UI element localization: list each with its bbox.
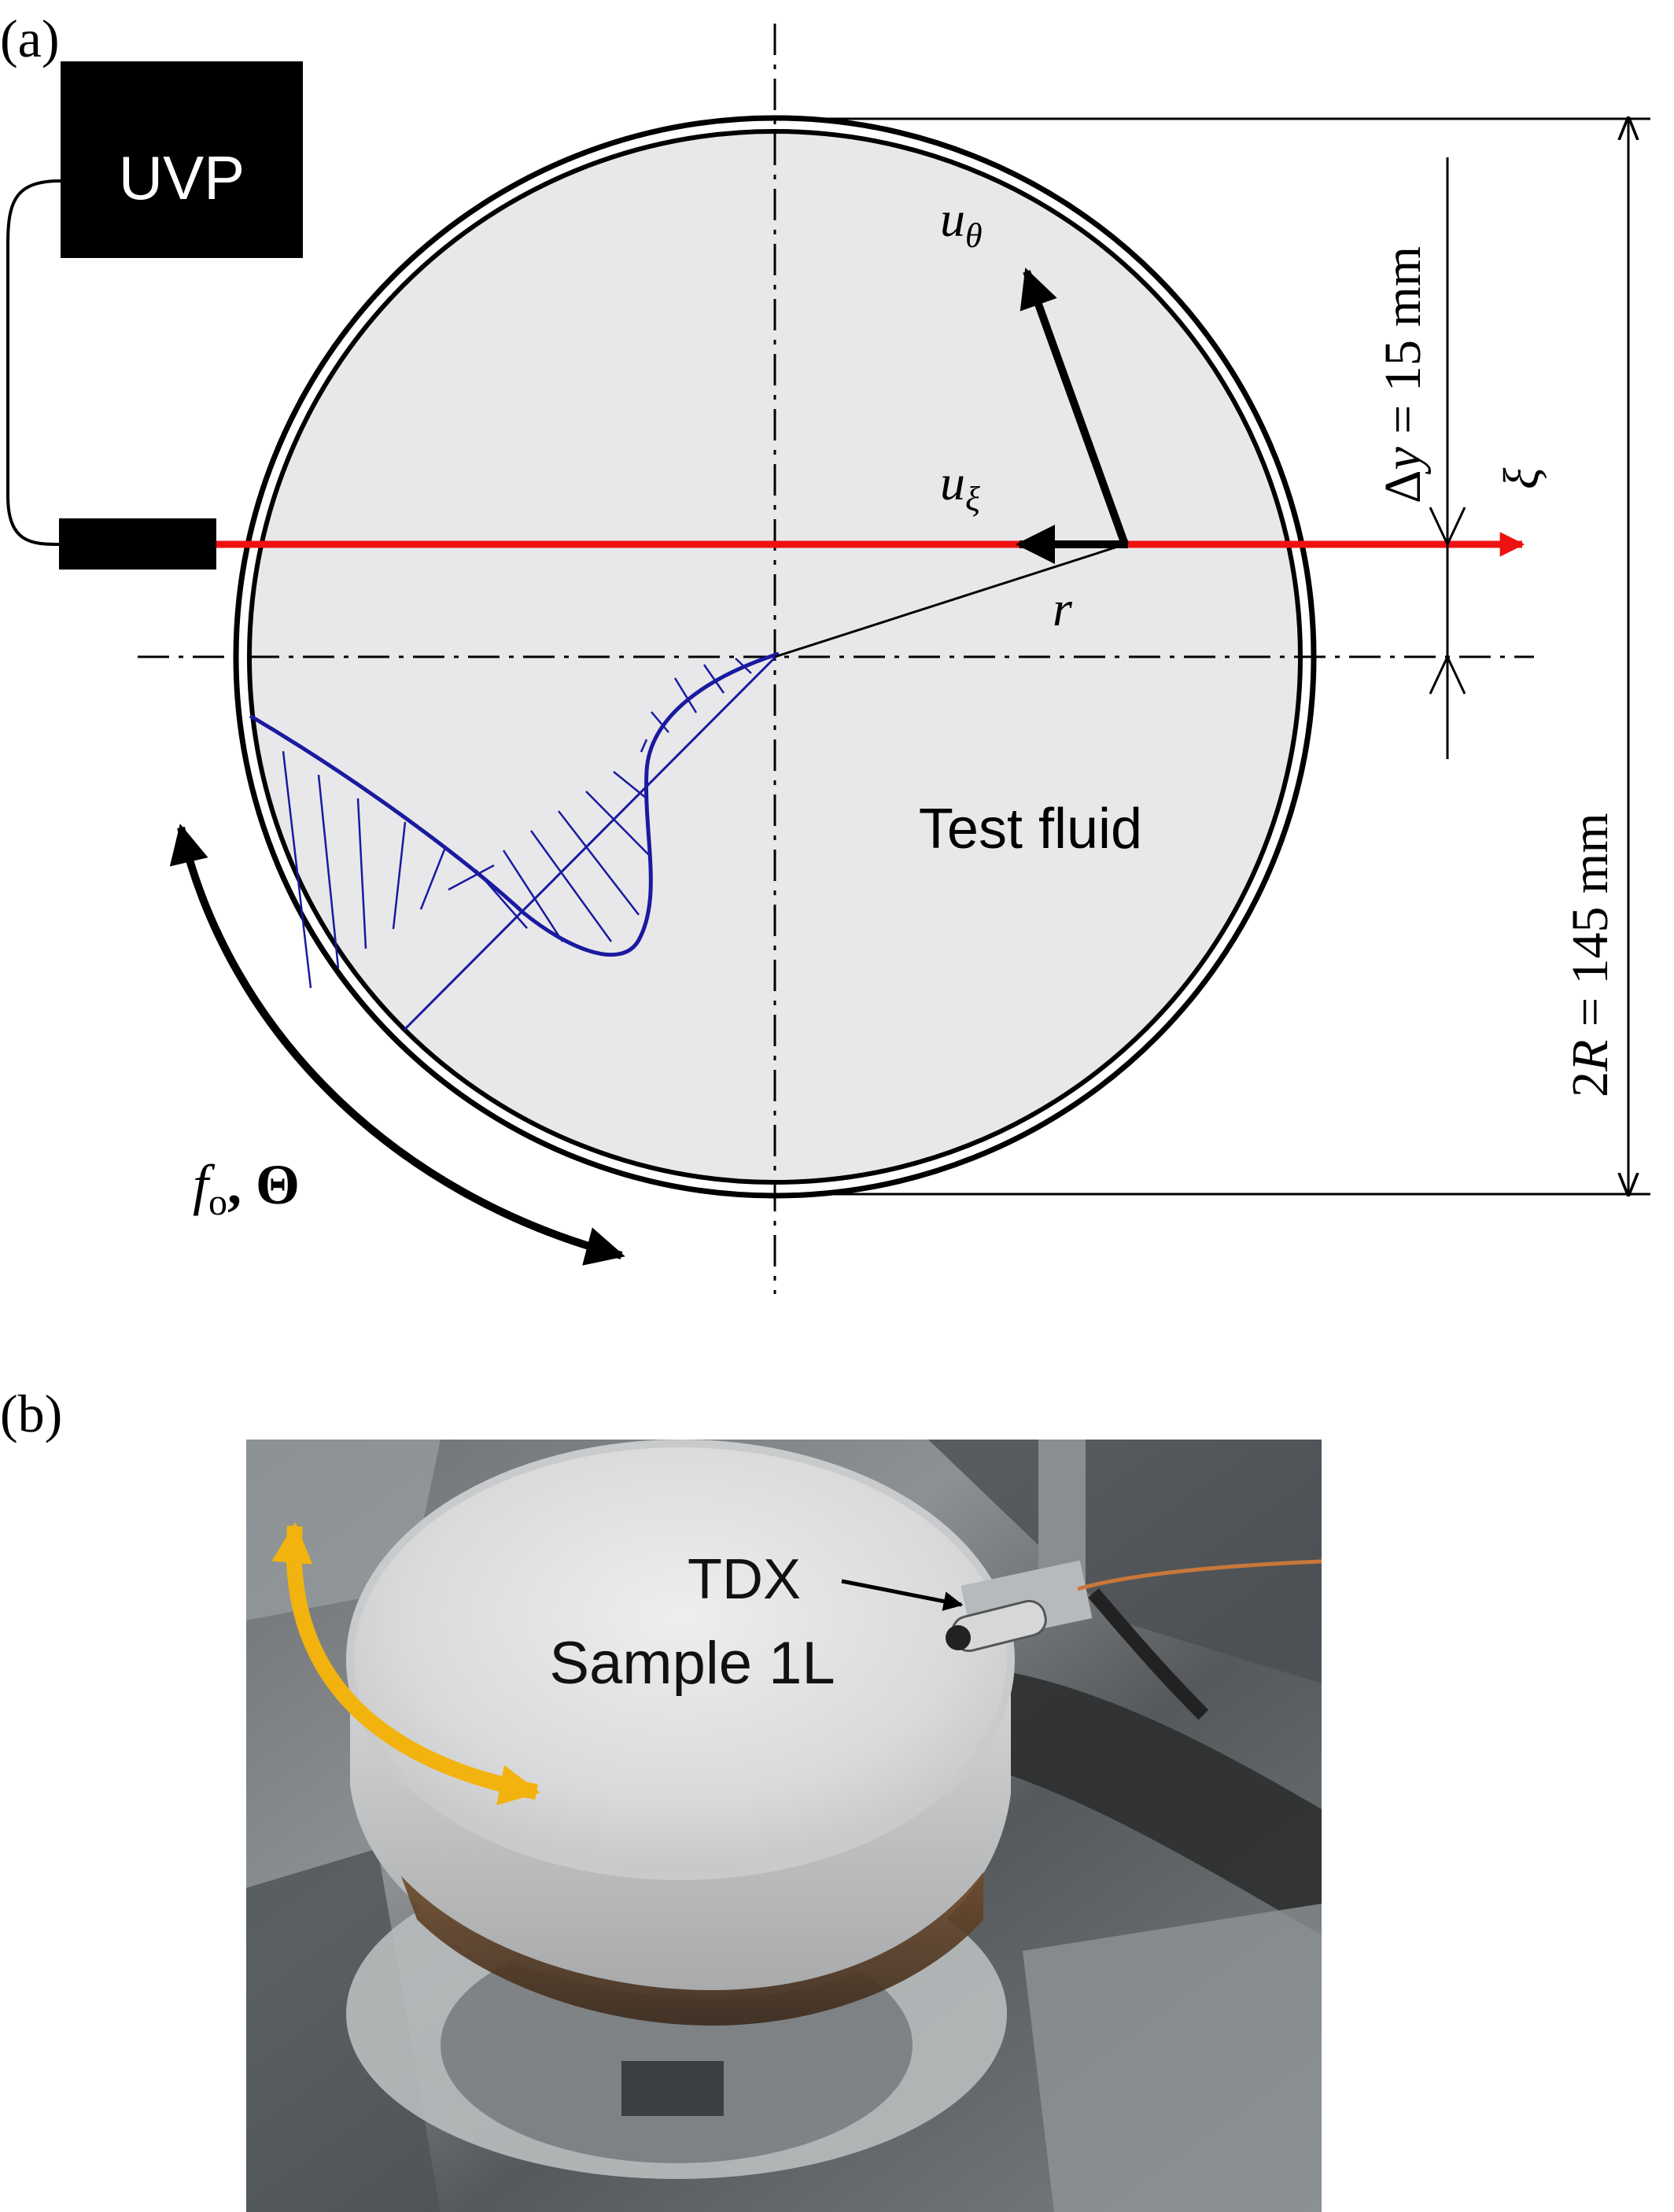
panel-a: (a) (0, 9, 1650, 1294)
uvp-cable (6, 179, 61, 546)
tdx-pointer (841, 1579, 964, 1611)
u-xi-label: uξ (940, 455, 980, 518)
radius-line (774, 543, 1126, 658)
u-theta-label: uθ (940, 191, 983, 255)
diameter-dimension-label: 2R = 145 mm (1562, 813, 1619, 1097)
uvp-label: UVP (119, 143, 245, 212)
dy-dimension-label: Δy = 15 mm (1374, 246, 1432, 503)
dy-arrow-bottom (1429, 654, 1466, 695)
sample-label: Sample 1L (549, 1630, 835, 1697)
panel-b-label: (b) (0, 1384, 62, 1443)
xi-axis-label: ξ (1493, 467, 1549, 489)
tdx-label: TDX (688, 1548, 801, 1611)
yellow-oscillation-arrow (271, 1521, 541, 1805)
oscillation-label: fo, Θ (193, 1153, 300, 1223)
dy-arrow-top (1429, 507, 1466, 547)
u-theta-vector (1020, 267, 1129, 546)
uvp-box (61, 61, 303, 258)
experiment-photo: Sample 1L TDX (246, 1440, 1322, 2212)
oscillation-arrow (169, 824, 625, 1266)
r-label: r (1053, 581, 1073, 636)
transducer-probe (59, 518, 216, 570)
test-fluid-label: Test fluid (919, 798, 1142, 861)
panel-a-label: (a) (0, 9, 59, 68)
panel-b: (b) (0, 1384, 1322, 2212)
